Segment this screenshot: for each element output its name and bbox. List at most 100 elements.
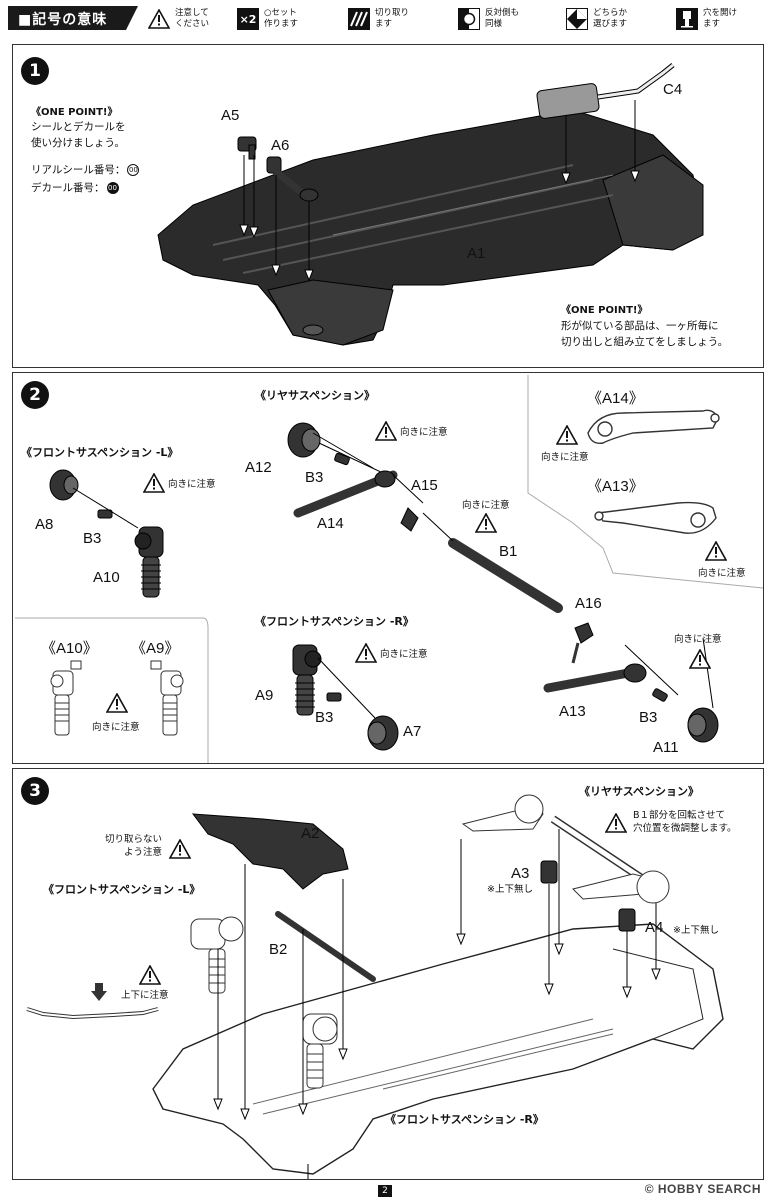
step3-panel: 3	[12, 768, 764, 1180]
chassis-rear-wheelwell	[602, 154, 704, 251]
one-point-right-body: 形が似ている部品は、一ヶ所毎に 切り出しと組み立てをしましょう。	[561, 320, 729, 348]
label-b3-front-l: B3	[83, 530, 102, 547]
label-b1: B1	[499, 543, 518, 560]
caution-text: 向きに注意	[462, 500, 510, 511]
caution-text: 向きに注意	[168, 479, 216, 490]
a10-detail-outline	[50, 660, 82, 736]
label-a7: A7	[403, 723, 422, 740]
page-number: 2	[378, 1185, 392, 1197]
strut-a9-shape	[292, 644, 322, 716]
label-a16: A16	[575, 595, 602, 612]
legend-text-caution: 注意して ください	[175, 8, 210, 29]
step2-number: 2	[21, 381, 49, 409]
legend-text-set: ○セット 作ります	[264, 8, 299, 29]
rear-suspension-outline	[461, 794, 670, 904]
decal-label: デカール番号：	[31, 182, 105, 194]
a9-detail-title: 《A9》	[131, 640, 180, 657]
caution-text: 向きに注意	[400, 427, 448, 438]
warning-triangle-icon	[556, 425, 578, 445]
real-seal-line: リアルシール番号：00	[31, 163, 140, 178]
label-a13: A13	[559, 703, 586, 720]
x2-set-icon: ×2	[237, 8, 259, 30]
legend-text-cut: 切り取り ます	[375, 8, 410, 29]
step1-number: 1	[21, 57, 49, 85]
label-a1: A1	[467, 245, 486, 262]
legend-item-opposite: 反対側も 同様	[458, 8, 541, 38]
one-point-left-title: 《ONE POINT!》	[31, 107, 118, 118]
rear-suspension-title: 《リヤサスペンション》	[255, 389, 376, 402]
a13-detail-outline	[594, 501, 717, 534]
front-l-title: 《フロントサスペンション -L》	[21, 446, 179, 459]
step1-chassis-illustration	[157, 63, 704, 346]
warning-triangle-icon	[705, 541, 727, 561]
decal-badge: 00	[106, 182, 119, 194]
step3-front-r-title: 《フロントサスペンション -R》	[385, 1113, 544, 1126]
exhaust-c4-shape	[536, 63, 675, 119]
caution-b1: 向きに注意	[459, 497, 510, 511]
hub-a8-shape	[49, 469, 79, 501]
label-b3-rear: B3	[305, 469, 324, 486]
a10-detail-title: 《A10》	[41, 640, 98, 657]
warning-triangle-icon	[143, 473, 165, 493]
warning-triangle-icon	[375, 421, 397, 441]
caution-a14-detail: 向きに注意	[541, 452, 589, 463]
label-c4: C4	[663, 81, 683, 98]
label-a12: A12	[245, 459, 272, 476]
caution-a10-a9-detail: 向きに注意	[92, 722, 140, 733]
warning-triangle-icon	[605, 813, 627, 833]
one-point-left-body: シールとデカールを 使い分けましょう。	[31, 121, 126, 149]
chassis-outline-shape	[152, 923, 724, 1175]
tie-rod-b2-shape	[275, 911, 376, 982]
one-point-right-title: 《ONE POINT!》	[561, 305, 648, 316]
step2-panel: 2	[12, 372, 764, 764]
rear-note-text: B１部分を回転させて 穴位置を微調整します。	[633, 810, 737, 834]
warning-triangle-icon	[475, 513, 497, 533]
label-a9: A9	[255, 687, 274, 704]
no-updown-a4: ※上下無し	[673, 925, 719, 936]
caution-text: 向きに注意	[674, 634, 722, 645]
warning-triangle-icon	[148, 8, 170, 30]
legend-text-opposite: 反対側も 同様	[485, 8, 520, 29]
legend-title: ■記号の意味	[18, 12, 108, 28]
axle-b1-shape	[448, 538, 563, 613]
label-a3: A3	[511, 865, 530, 882]
warning-triangle-icon	[689, 649, 711, 669]
warning-triangle-icon	[355, 643, 377, 663]
label-b2: B2	[269, 941, 288, 958]
real-seal-badge: 00	[127, 164, 140, 176]
caution-cut-text: 切り取らない よう注意	[105, 834, 163, 858]
real-seal-label: リアルシール番号：	[31, 164, 126, 176]
label-a8: A8	[35, 516, 54, 533]
label-a10: A10	[93, 569, 120, 586]
warning-triangle-icon	[106, 693, 128, 713]
no-updown-a3: ※上下無し	[487, 884, 533, 895]
caution-updown-text: 上下に注意	[121, 990, 169, 1001]
watermark-text: © HOBBY SEARCH	[644, 1182, 761, 1196]
cut-icon	[348, 8, 370, 30]
front-r-title: 《フロントサスペンション -R》	[255, 615, 414, 628]
a14-detail-outline	[587, 409, 720, 444]
choose-either-icon	[566, 8, 588, 30]
legend-item-choose: どちらか 選びます	[566, 8, 649, 38]
label-a6: A6	[271, 137, 290, 154]
step3-assembly-illustration	[26, 794, 724, 1179]
legend-title-box: ■記号の意味	[8, 6, 138, 30]
caution-a13-detail: 向きに注意	[698, 568, 746, 579]
caution-a13-label: 向きに注意	[671, 631, 722, 645]
decal-line: デカール番号：00	[31, 181, 119, 196]
label-a14: A14	[317, 515, 344, 532]
step3-rear-title: 《リヤサスペンション》	[579, 785, 700, 798]
label-a11: A11	[653, 739, 679, 756]
warning-triangle-icon	[169, 839, 191, 859]
step3-number: 3	[21, 777, 49, 805]
a13-detail-title: 《A13》	[587, 478, 644, 495]
hub-a11-shape	[687, 707, 719, 743]
label-b3-rear-r: B3	[639, 709, 658, 726]
label-a15: A15	[411, 477, 438, 494]
hub-a12-shape	[287, 422, 321, 458]
legend-item-set: ×2 ○セット 作ります	[237, 8, 320, 38]
legend-text-drill: 穴を開け ます	[703, 8, 738, 29]
label-a4: A4	[645, 919, 664, 936]
opposite-side-icon	[458, 8, 480, 30]
step2-suspension-illustration	[15, 375, 764, 763]
